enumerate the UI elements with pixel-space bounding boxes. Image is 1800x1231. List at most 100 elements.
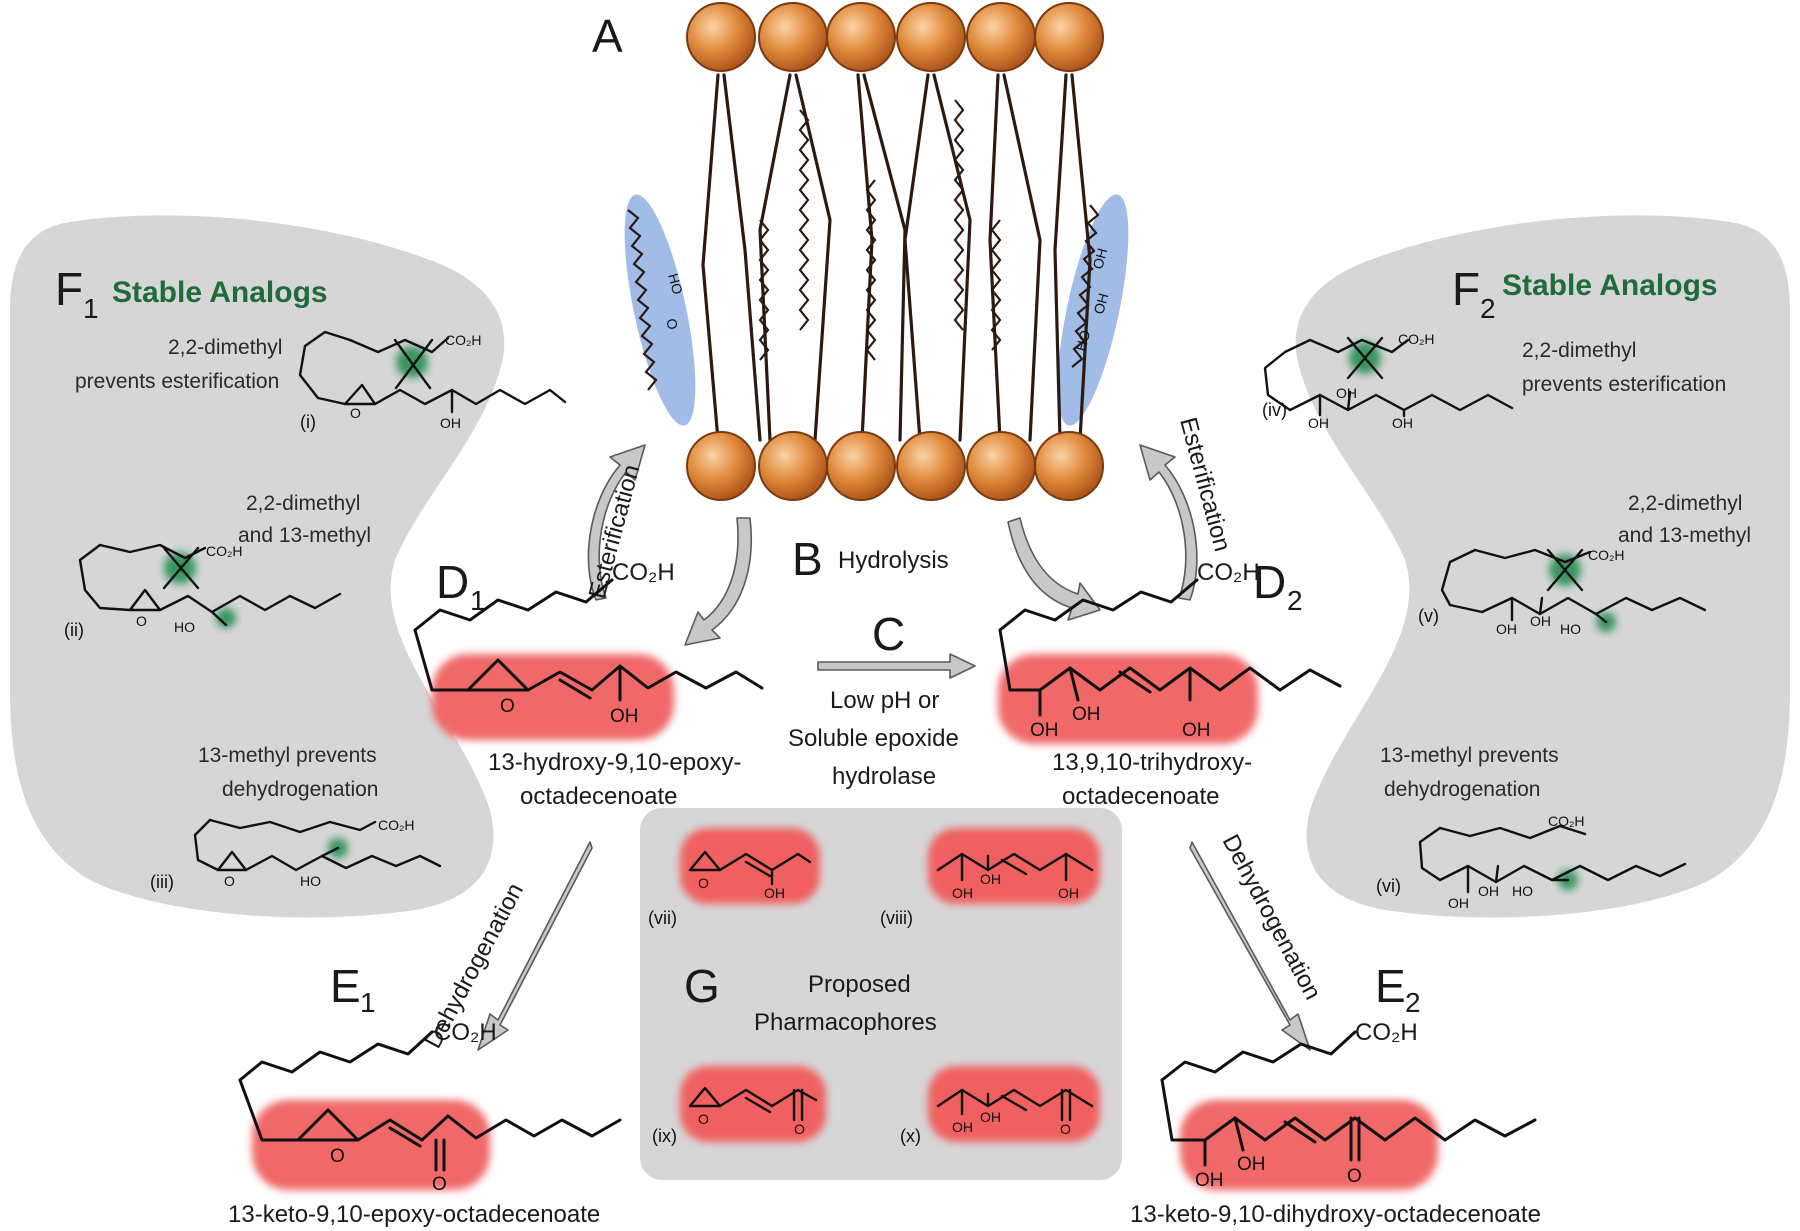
svg-text:2,2-dimethyl: 2,2-dimethyl [246, 492, 360, 515]
svg-text:CO₂H: CO₂H [1398, 331, 1435, 347]
svg-text:OH: OH [1089, 246, 1110, 270]
svg-text:(vii): (vii) [648, 908, 677, 928]
svg-text:OH: OH [1058, 885, 1079, 901]
svg-text:OH: OH [440, 415, 461, 431]
svg-text:2,2-dimethyl: 2,2-dimethyl [1522, 339, 1636, 362]
svg-text:13,9,10-trihydroxy-: 13,9,10-trihydroxy- [1052, 749, 1252, 776]
svg-text:O: O [698, 1111, 709, 1127]
svg-text:13-keto-9,10-dihydroxy-octadec: 13-keto-9,10-dihydroxy-octadecenoate [1130, 1201, 1541, 1228]
svg-text:OH: OH [1090, 291, 1111, 315]
svg-text:(vi): (vi) [1376, 876, 1401, 896]
svg-text:(ii): (ii) [64, 620, 84, 640]
compound-d1: O OH CO₂H 13-hydroxy-9,10-epoxy- octadec… [413, 559, 764, 810]
svg-text:O: O [350, 405, 361, 421]
label-e1: E 1 [330, 960, 376, 1018]
compound-e2: OH OH O CO₂H 13-keto-9,10-dihydroxy-octa… [1130, 1019, 1541, 1228]
svg-text:E: E [1375, 960, 1406, 1012]
svg-text:dehydrogenation: dehydrogenation [1384, 778, 1540, 801]
arrow-c-conversion: Low pH or Soluble epoxide hydrolase [788, 653, 976, 790]
svg-text:OH: OH [1448, 895, 1469, 911]
lipid-heads-bottom [686, 431, 1104, 501]
svg-text:HO: HO [665, 272, 686, 297]
svg-text:OH: OH [1030, 720, 1059, 741]
label-a: A [592, 10, 623, 62]
svg-text:dehydrogenation: dehydrogenation [222, 778, 378, 801]
svg-text:Stable Analogs: Stable Analogs [112, 276, 328, 309]
svg-text:Proposed: Proposed [808, 971, 911, 998]
svg-text:OH: OH [610, 706, 639, 727]
svg-text:OH: OH [1237, 1154, 1266, 1175]
svg-text:OH: OH [1195, 1170, 1224, 1191]
pharmacophore-viii: OH OH OH (viii) [880, 828, 1100, 928]
svg-text:CO₂H: CO₂H [445, 332, 482, 348]
svg-text:Low pH or: Low pH or [830, 687, 939, 714]
svg-text:CO₂H: CO₂H [1588, 547, 1625, 563]
svg-text:(ix): (ix) [652, 1126, 677, 1146]
label-d1: D 1 [436, 556, 486, 616]
svg-text:Soluble epoxide: Soluble epoxide [788, 725, 959, 752]
svg-text:OH: OH [1182, 720, 1211, 741]
label-b: B Hydrolysis [792, 533, 949, 585]
svg-text:13-methyl prevents: 13-methyl prevents [198, 744, 377, 767]
svg-text:(x): (x) [900, 1126, 921, 1146]
svg-text:G: G [684, 960, 720, 1012]
svg-text:OH: OH [1072, 704, 1101, 725]
svg-text:O: O [1060, 1121, 1071, 1137]
svg-text:and 13-methyl: and 13-methyl [1618, 524, 1751, 547]
svg-text:D: D [436, 556, 469, 608]
svg-text:B: B [792, 533, 823, 585]
svg-text:CO₂H: CO₂H [206, 543, 243, 559]
svg-text:1: 1 [83, 293, 99, 324]
svg-text:O: O [698, 875, 709, 891]
svg-text:(iii): (iii) [150, 872, 174, 892]
svg-text:2: 2 [1480, 293, 1496, 324]
svg-text:2,2-dimethyl: 2,2-dimethyl [168, 336, 282, 359]
svg-text:HO: HO [174, 619, 195, 635]
svg-text:OH: OH [1496, 621, 1517, 637]
analog-iv: 2,2-dimethyl prevents esterification CO₂… [1262, 331, 1726, 431]
svg-text:CO₂H: CO₂H [378, 817, 415, 833]
analog-v: 2,2-dimethyl and 13-methyl CO₂H OH OH HO… [1418, 492, 1751, 637]
svg-text:O: O [794, 1121, 805, 1137]
f1-panel [10, 215, 505, 918]
svg-text:OH: OH [1308, 415, 1329, 431]
compound-e1: O O CO₂H 13-keto-9,10-epoxy-octadecenoat… [228, 1019, 622, 1228]
svg-text:CO₂H: CO₂H [1548, 813, 1585, 829]
pharmacophore-x: OH OH O (x) [900, 1066, 1100, 1146]
svg-text:O: O [500, 696, 515, 717]
svg-text:F: F [55, 263, 83, 315]
svg-text:Stable Analogs: Stable Analogs [1502, 269, 1718, 302]
compound-d2: OH OH OH CO₂H 13,9,10-trihydroxy- octade… [998, 559, 1342, 810]
svg-text:O: O [663, 317, 681, 332]
svg-text:CO₂H: CO₂H [1197, 559, 1260, 586]
svg-text:2,2-dimethyl: 2,2-dimethyl [1628, 492, 1742, 515]
svg-text:prevents esterification: prevents esterification [75, 370, 279, 393]
svg-text:hydrolase: hydrolase [832, 763, 936, 790]
svg-text:and 13-methyl: and 13-methyl [238, 524, 371, 547]
svg-text:HO: HO [1072, 328, 1093, 353]
svg-text:O: O [224, 873, 235, 889]
svg-text:O: O [1347, 1166, 1362, 1187]
svg-text:OH: OH [1392, 415, 1413, 431]
svg-text:prevents esterification: prevents esterification [1522, 373, 1726, 396]
svg-text:2: 2 [1405, 987, 1421, 1018]
svg-text:Hydrolysis: Hydrolysis [838, 547, 949, 574]
svg-text:1: 1 [360, 987, 376, 1018]
analog-ii: 2,2-dimethyl and 13-methyl CO₂H O HO (ii… [64, 492, 371, 640]
label-f2: F 2 Stable Analogs [1452, 263, 1718, 324]
arrow-dehydrogenation-right: Dehydrogenation [1189, 830, 1326, 1051]
svg-text:1: 1 [470, 585, 486, 616]
label-f1: F 1 Stable Analogs [55, 263, 328, 324]
svg-text:OH: OH [1336, 385, 1357, 401]
svg-text:(iv): (iv) [1262, 400, 1287, 420]
label-d2: D 2 [1253, 556, 1303, 616]
membrane-bilayer: HO O OH OH HO [624, 2, 1129, 501]
svg-text:HO: HO [1512, 883, 1533, 899]
svg-text:CO₂H: CO₂H [1355, 1019, 1418, 1046]
arrow-hydrolysis-left [684, 517, 753, 646]
svg-text:Pharmacophores: Pharmacophores [754, 1009, 937, 1036]
label-e2: E 2 [1375, 960, 1421, 1018]
label-g: G Proposed Pharmacophores [684, 960, 937, 1036]
analog-i: 2,2-dimethyl prevents esterification CO₂… [75, 330, 567, 432]
svg-text:OH: OH [764, 885, 785, 901]
